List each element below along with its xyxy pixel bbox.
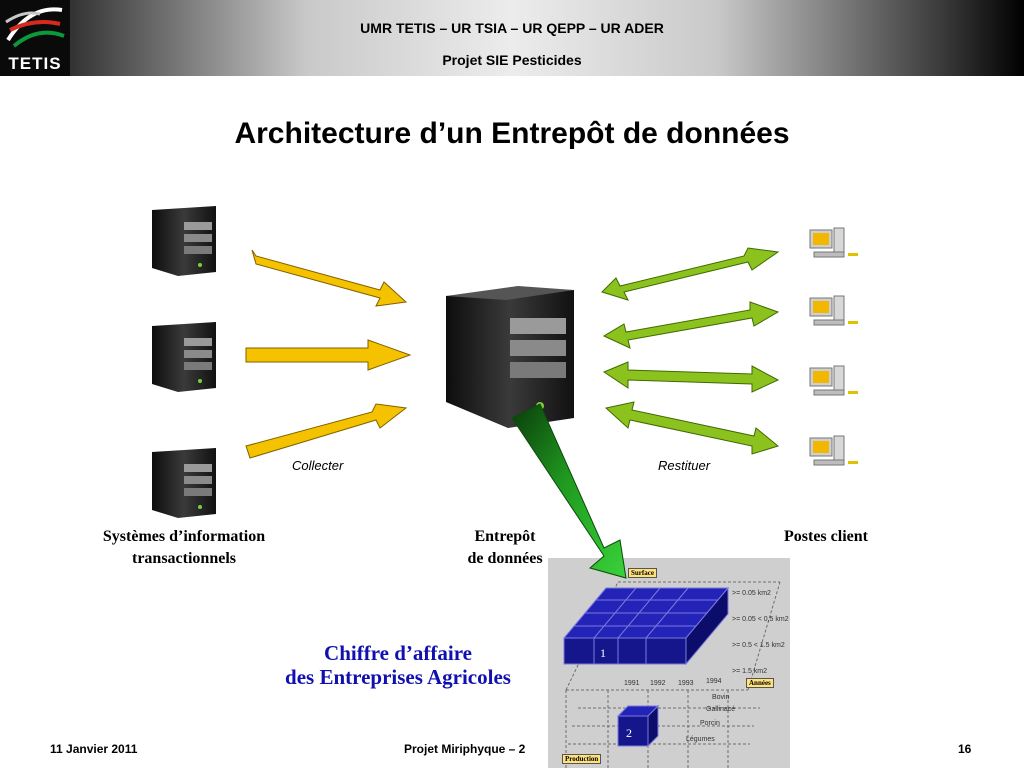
collect-arrow [245,339,412,371]
restitute-arrow [601,247,780,301]
cube-top-slab [562,586,730,666]
cube-grid-graphic [562,581,781,768]
year-label: 1993 [678,680,694,687]
client-computer-icon [809,365,858,396]
year-label: 1992 [650,680,666,687]
year-label: 1994 [706,678,722,685]
surface-level: >= 0.05 km2 [732,590,771,597]
collect-arrow [251,249,408,307]
clients-label: Postes client [784,528,868,545]
sources-label-line-1: Systèmes d’information [102,528,266,545]
restitute-arrow [602,301,780,349]
collect-label: Collecter [292,458,344,473]
logo-text: TETIS [8,54,62,73]
footer-date: 11 Janvier 2011 [50,742,138,756]
cube-cell-label: 1 [600,646,606,660]
client-computer-icon [809,295,858,326]
org-title: UMR TETIS – UR TSIA – UR QEPP – UR ADER [360,20,664,36]
surface-level: >= 1.5 km2 [732,668,768,675]
years-axis-tag: Années [746,678,774,688]
warehouse-label-line-1: Entrepôt [474,528,536,545]
year-label: 1991 [624,680,640,687]
footer-page-number: 16 [958,742,972,756]
restitute-arrow [604,401,780,455]
project-title: Projet SIE Pesticides [442,52,582,68]
header-banner [0,0,1024,76]
production-label: Porcin [700,720,720,727]
client-computer-icon [809,435,858,466]
surface-axis-tag: Surface [628,568,657,578]
warehouse-server-icon [446,286,574,428]
collect-arrow [245,403,408,459]
cube-small-cell [616,704,660,748]
warehouse-label-line-2: de données [467,550,543,567]
source-server-icon [152,322,216,392]
sources-label-line-2: transactionnels [132,550,236,567]
olap-cube-figure: Surface Années Production >= 0.05 km2 >=… [548,558,790,768]
tetis-logo: TETIS [0,0,70,76]
restitute-arrow [602,361,780,393]
production-axis-tag: Production [562,754,602,764]
page-title: Architecture d’un Entrepôt de données [234,117,790,150]
surface-level: >= 0.05 < 0,5 km2 [732,616,789,623]
source-server-icon [152,206,216,276]
production-label: Bovin [712,694,730,701]
logo-swoosh-icon [5,7,65,48]
production-label: Légumes [686,736,715,743]
footer-project: Projet Miriphyque – 2 [404,742,526,756]
warehouse-label: Entrepôt de données [440,526,570,570]
production-label: Gallinacé [706,706,736,713]
measure-label-line-2: des Entreprises Agricoles [285,665,511,689]
sources-label: Systèmes d’information transactionnels [64,526,304,570]
cube-cell-label: 2 [626,726,632,740]
surface-level: >= 0.5 < 1.5 km2 [732,642,785,649]
client-computer-icon [809,227,858,258]
source-server-icon [152,448,216,518]
restitute-label: Restituer [658,458,711,473]
measure-label: Chiffre d’affaire des Entreprises Agrico… [230,641,566,689]
measure-label-line-1: Chiffre d’affaire [324,641,472,665]
